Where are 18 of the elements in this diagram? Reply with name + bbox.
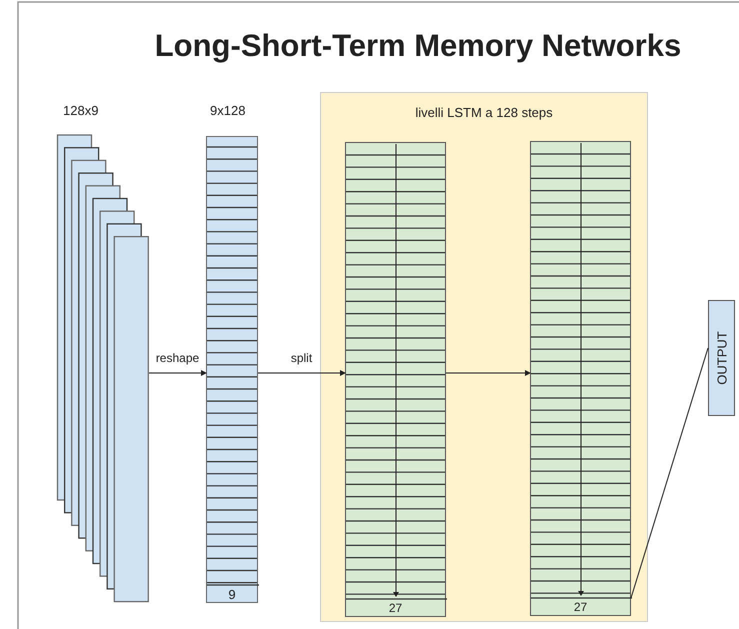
connector-arrow [446,370,531,376]
box-label: OUTPUT [714,331,729,385]
lstm-column [345,142,446,617]
panel-heading: livelli LSTM a 128 steps [414,105,554,120]
dimension-label: 9x128 [210,103,246,118]
edge-label: reshape [154,351,200,365]
edge-label: split [290,351,314,365]
cell-value: 9 [227,587,237,602]
connector-line [630,348,708,598]
connector-arrow [258,370,346,376]
cell-value: 27 [388,601,404,615]
output-box [708,300,735,416]
connector-arrow [148,370,207,376]
lstm-column [530,141,631,616]
diagram-title: Long-Short-Term Memory Networks [154,28,682,64]
cell-value: 27 [572,600,588,614]
dimension-label: 128x9 [63,103,98,118]
highlight-panel [320,92,648,622]
